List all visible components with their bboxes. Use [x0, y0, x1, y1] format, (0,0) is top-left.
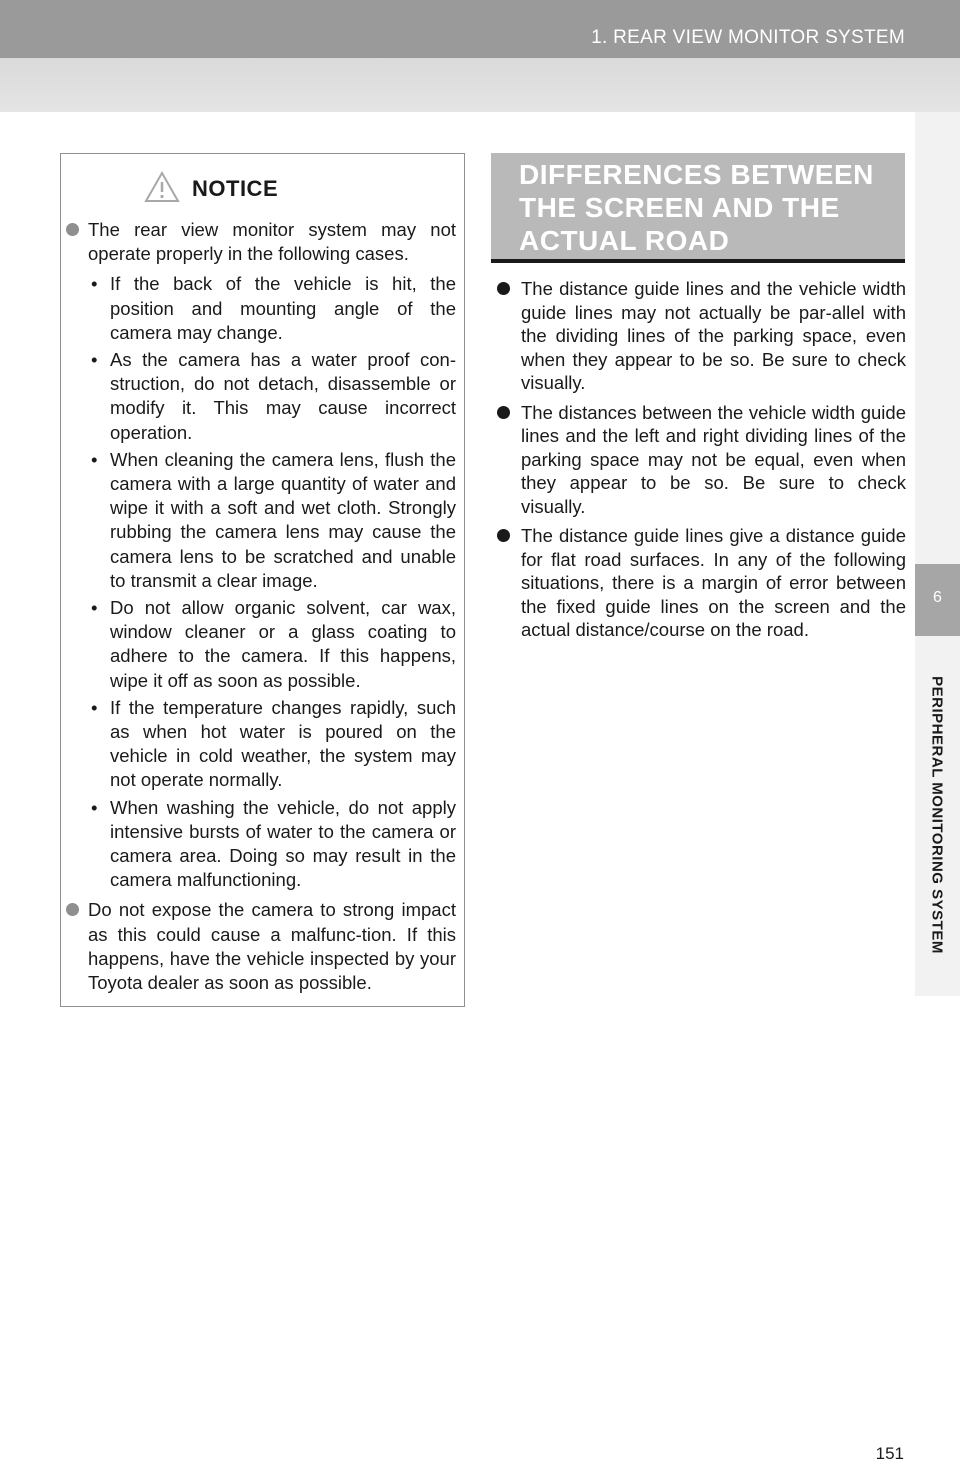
- notice-sub-item-text: If the back of the vehicle is hit, the p…: [110, 273, 456, 343]
- notice-sub-item: • If the temperature changes rapidly, suc…: [88, 696, 456, 793]
- notice-sub-item: • As the camera has a water proof con-str…: [88, 348, 456, 445]
- differences-item: The distances between the vehicle width …: [497, 401, 906, 519]
- notice-sub-item: • Do not allow organic solvent, car wax, …: [88, 596, 456, 693]
- list-bullet: [497, 529, 510, 542]
- header-band: [0, 0, 960, 112]
- sub-bullet: •: [91, 597, 98, 619]
- differences-list: The distance guide lines and the vehicle…: [497, 277, 906, 648]
- section-title: 1. REAR VIEW MONITOR SYSTEM: [591, 27, 905, 48]
- notice-sub-item-text: As the camera has a water proof con-stru…: [110, 349, 456, 443]
- notice-item-text: The rear view monitor system may not ope…: [88, 219, 456, 265]
- notice-bullet: [66, 223, 79, 236]
- differences-item-text: The distance guide lines give a distance…: [521, 525, 906, 640]
- notice-box: NOTICE The rear view monitor system may …: [60, 153, 465, 1007]
- notice-sub-list: • If the back of the vehicle is hit, the …: [88, 272, 456, 892]
- chapter-label: PERIPHERAL MONITORING SYSTEM: [928, 676, 946, 954]
- differences-heading: DIFFERENCES BETWEEN THE SCREEN AND THE A…: [519, 159, 874, 256]
- notice-header: NOTICE: [61, 162, 464, 212]
- notice-sub-item: • When cleaning the camera lens, flush th…: [88, 448, 456, 593]
- notice-item: The rear view monitor system may not ope…: [66, 218, 456, 892]
- differences-heading-box: [491, 153, 905, 259]
- chapter-number-tab: 6: [915, 564, 960, 636]
- notice-item-text: Do not expose the camera to strong impac…: [88, 899, 456, 994]
- sub-bullet: •: [91, 448, 98, 470]
- notice-sub-item: • When washing the vehicle, do not apply …: [88, 796, 456, 893]
- sub-bullet: •: [91, 349, 98, 371]
- differences-item-text: The distance guide lines and the vehicle…: [521, 278, 906, 393]
- sub-bullet: •: [91, 273, 98, 295]
- notice-bullet: [66, 903, 79, 917]
- warning-triangle-icon: [144, 171, 180, 202]
- notice-sub-item-text: If the temperature changes rapidly, such…: [110, 696, 456, 791]
- list-bullet: [497, 405, 510, 419]
- notice-sub-item: • If the back of the vehicle is hit, the …: [88, 272, 456, 345]
- notice-sub-item-text: Do not allow organic solvent, car wax, w…: [110, 597, 456, 691]
- differences-item: The distance guide lines and the vehicle…: [497, 277, 906, 395]
- differences-item: The distance guide lines give a distance…: [497, 524, 906, 642]
- side-tab-spacer: [915, 112, 960, 564]
- notice-sub-item-text: When washing the vehicle, do not apply i…: [110, 796, 456, 891]
- heading-underline: [491, 259, 905, 263]
- chapter-label-tab: [915, 636, 960, 996]
- page-number: 151: [875, 1444, 904, 1463]
- sub-bullet: •: [91, 796, 98, 818]
- notice-sub-item-text: When cleaning the camera lens, flush the…: [110, 448, 456, 591]
- differences-item-text: The distances between the vehicle width …: [521, 401, 906, 517]
- notice-title: NOTICE: [192, 176, 279, 201]
- sub-bullet: •: [91, 696, 98, 718]
- list-bullet: [497, 282, 510, 295]
- notice-body: The rear view monitor system may not ope…: [66, 218, 456, 999]
- notice-item: Do not expose the camera to strong impac…: [66, 898, 456, 995]
